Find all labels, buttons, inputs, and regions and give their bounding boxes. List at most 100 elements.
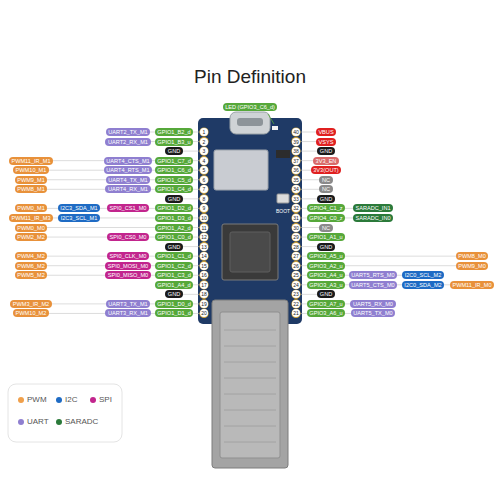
pin-number: 19 (200, 300, 208, 308)
no-connect-pin: NC (319, 185, 332, 193)
rj45-rib (224, 378, 276, 379)
pin-number: 1 (200, 128, 208, 136)
pin-number: 17 (200, 281, 208, 289)
pin-number: 4 (200, 157, 208, 165)
legend-swatch (56, 397, 62, 403)
rj45-rib (224, 346, 276, 347)
castellated-pad (199, 261, 208, 270)
castellated-pad (291, 213, 300, 222)
castellated-pad (291, 290, 300, 299)
ground-pin: GND (165, 195, 182, 203)
gpio-pin-name: GPIO1_A2_d (155, 224, 193, 232)
legend-text: SARADC (65, 417, 98, 426)
gpio-pin-name: GPIO1_B3_u (155, 138, 193, 146)
gpio-pin-name: GPIO1_A1_u (307, 233, 345, 241)
legend-item: SARADC (56, 417, 98, 426)
gpio-pin-name: GPIO1_C3_d (155, 271, 194, 279)
pwm-signal: PWM6_M2 (15, 262, 48, 270)
castellated-pad (199, 252, 208, 261)
gpio-pin-name: GPIO1_D0_d (155, 300, 194, 308)
no-connect-pin: NC (319, 176, 332, 184)
pwm-signal: PWM0_M0 (15, 224, 48, 232)
castellated-pad (291, 127, 300, 136)
gpio-pin-name: GPIO3_A7_u (307, 300, 345, 308)
board-silkscreen: BOOT (276, 208, 290, 214)
pin-number: 38 (292, 147, 300, 155)
pin-number: 2 (200, 138, 208, 146)
saradc-signal: SARADC_IN0 (353, 214, 393, 222)
gpio-pin-name: GPIO4_C0_z (307, 214, 345, 222)
pwm-signal: PWM0_M1 (15, 204, 48, 212)
castellated-pad (291, 309, 300, 318)
rj45-rib (224, 394, 276, 395)
castellated-pad (291, 166, 300, 175)
gpio-pin-name: GPIO4_C1_z (307, 204, 345, 212)
rj45-connector (212, 300, 288, 468)
gpio-pin-name: GPIO1_D2_d (155, 204, 194, 212)
spi-signal: SPI0_CLK_M0 (107, 252, 149, 260)
uart-signal: UART3_RX_M1 (105, 309, 150, 317)
uart-signal: UART2_TX_M1 (106, 128, 150, 136)
castellated-pad (291, 271, 300, 280)
gpio-pin-name: GPIO1_C6_d (155, 166, 194, 174)
pin-number: 12 (200, 233, 208, 241)
castellated-pad (199, 185, 208, 194)
spi-signal: SPI0_CS1_M0 (107, 204, 149, 212)
ground-pin: GND (317, 290, 334, 298)
gpio-pin-name: GPIO1_D1_d (155, 309, 194, 317)
gpio-pin-name: GPIO3_A6_u (307, 309, 345, 317)
gpio-pin-name: GPIO1_C5_d (155, 176, 194, 184)
uart-signal: UART5_TX_M0 (351, 309, 395, 317)
gpio-pin-name: GPIO1_A4_d (155, 281, 193, 289)
usb-c-connector (230, 112, 270, 134)
pin-pads (199, 127, 300, 318)
pin-number: 14 (200, 252, 208, 260)
i2c-signal: I2C0_SCL_M2 (402, 271, 444, 279)
pin-number: 8 (200, 195, 208, 203)
castellated-pad (291, 299, 300, 308)
pin-number: 40 (292, 128, 300, 136)
led-component (272, 126, 278, 130)
rj45-ribs (224, 330, 276, 442)
ground-pin: GND (165, 147, 182, 155)
uart-signal: UART5_CTS_M0 (349, 281, 397, 289)
gpio-pin-name: GPIO3_A2_u (307, 262, 345, 270)
ground-pin: GND (317, 147, 334, 155)
pwm-signal: PWM2_M2 (15, 233, 48, 241)
castellated-pad (291, 280, 300, 289)
ground-pin: GND (317, 195, 334, 203)
led-leader (268, 114, 274, 124)
gpio-pin-name: GPIO3_A4_u (307, 271, 345, 279)
castellated-pad (291, 147, 300, 156)
castellated-pad (291, 137, 300, 146)
legend-text: I2C (65, 395, 77, 404)
page-title: Pin Definition (0, 66, 500, 88)
pin-number: 22 (292, 300, 300, 308)
uart-signal: UART5_RTS_M0 (349, 271, 397, 279)
pin-number: 37 (292, 157, 300, 165)
pin-number: 24 (292, 281, 300, 289)
no-connect-pin: NC (319, 224, 332, 232)
gpio-pin-name: GPIO1_C2_d (155, 262, 194, 270)
rj45-rib (224, 410, 276, 411)
uart-signal: UART4_TX_M1 (106, 176, 150, 184)
gpio-pin-name: GPIO1_B2_d (155, 128, 193, 136)
castellated-pad (199, 204, 208, 213)
castellated-pad (199, 299, 208, 308)
rj45-rib (224, 330, 276, 331)
led-label: LED (GPIO3_C6_d) (223, 103, 278, 111)
gpio-pin-name: GPIO1_C4_d (155, 185, 194, 193)
castellated-pad (199, 232, 208, 241)
castellated-pad (199, 309, 208, 318)
castellated-pad (199, 137, 208, 146)
uart-signal: UART3_TX_M1 (106, 300, 150, 308)
pin-number: 15 (200, 262, 208, 270)
castellated-pad (199, 213, 208, 222)
castellated-pad (291, 175, 300, 184)
pin-number: 36 (292, 166, 300, 174)
gpio-pin-name: GPIO3_A5_u (307, 252, 345, 260)
soc-chip (222, 224, 278, 280)
legend-item: SPI (90, 395, 112, 404)
rj45-rib (224, 442, 276, 443)
pin-number: 35 (292, 176, 300, 184)
